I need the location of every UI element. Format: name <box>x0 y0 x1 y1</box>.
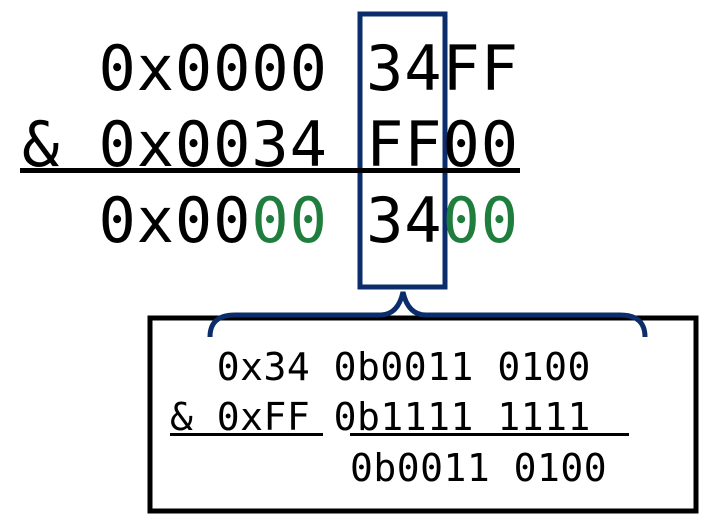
curly-brace <box>207 291 648 338</box>
result-highlight: 34 <box>366 184 443 257</box>
result-masked-zeros-1: 00 <box>251 184 328 257</box>
operand-2-highlight: FF <box>366 108 443 181</box>
detail-hex-1: 0x34 <box>170 345 311 389</box>
and-operator: & <box>22 108 99 181</box>
detail-row-2: & 0xFF 0b1111 1111 <box>170 398 591 436</box>
detail-underline-hex <box>170 433 323 436</box>
result-row: 0x0000 3400 <box>22 190 519 252</box>
operand-1-suffix: FF <box>442 32 519 105</box>
detail-row-1: 0x34 0b0011 0100 <box>170 348 591 386</box>
operand-1-highlight: 34 <box>366 32 443 105</box>
result-masked-zeros-2: 00 <box>442 184 520 257</box>
detail-bin-2: 0b1111 1111 <box>333 395 591 439</box>
operand-1-prefix: 0x0000 <box>22 32 367 105</box>
result-space <box>328 184 366 257</box>
detail-bin-result: 0b0011 0100 <box>350 446 608 490</box>
detail-row-3: 0b0011 0100 <box>350 449 607 487</box>
operand-1-row: 0x0000 34FF <box>22 38 519 100</box>
detail-hex-2: & 0xFF <box>170 395 311 439</box>
sum-line <box>20 168 520 173</box>
detail-bin-1: 0b0011 0100 <box>333 345 591 389</box>
detail-underline-bin <box>350 433 629 436</box>
operand-2-suffix: 00 <box>442 108 519 181</box>
highlight-box <box>357 11 448 290</box>
result-prefix: 0x00 <box>22 184 252 257</box>
operand-2-prefix: 0x0034 <box>98 108 367 181</box>
detail-box <box>147 315 699 514</box>
operand-2-row: & 0x0034 FF00 <box>22 114 519 176</box>
